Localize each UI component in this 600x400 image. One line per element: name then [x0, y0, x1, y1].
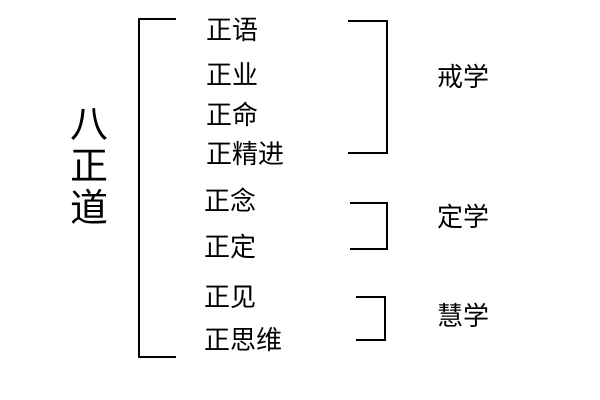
title-char-2: 正	[69, 144, 108, 188]
practice-right-view: 正见	[204, 283, 257, 313]
group-wisdom: 慧学	[437, 302, 490, 332]
title-char-3: 道	[69, 186, 108, 230]
title-char-1: 八	[69, 102, 108, 146]
practice-right-action: 正业	[206, 61, 259, 91]
practice-right-speech: 正语	[206, 16, 259, 46]
practice-right-effort: 正精进	[206, 140, 285, 170]
practice-right-concentration: 正定	[204, 233, 257, 263]
practice-right-mindfulness: 正念	[204, 187, 257, 217]
group-precepts: 戒学	[437, 63, 490, 93]
practice-right-livelihood: 正命	[206, 101, 259, 131]
practice-right-intention: 正思维	[204, 326, 283, 356]
group-concentration: 定学	[437, 203, 490, 233]
